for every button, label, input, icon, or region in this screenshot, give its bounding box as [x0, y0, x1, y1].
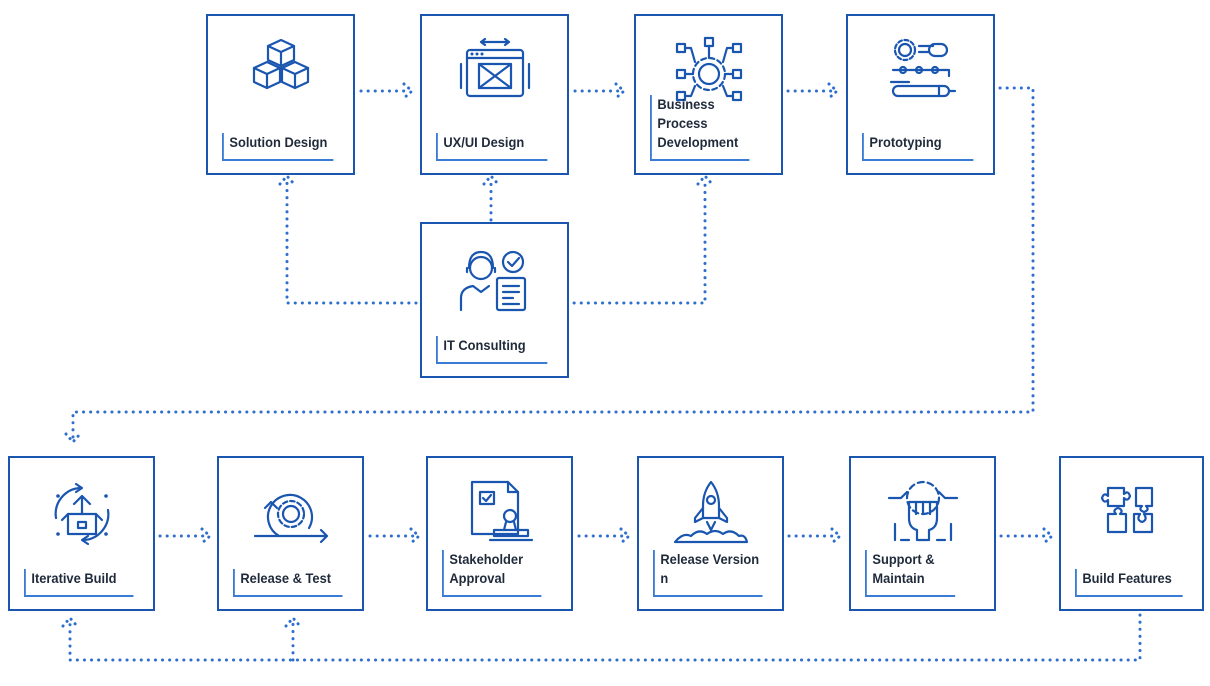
arrowhead — [1042, 527, 1055, 545]
cubes-icon — [252, 38, 309, 90]
step-label: Release & Test — [233, 569, 343, 597]
arrowhead — [64, 432, 82, 445]
prototype-gear-pencil-icon — [889, 38, 956, 98]
ux-wireframe-icon — [459, 37, 530, 98]
step-build-features[interactable]: Build Features — [1059, 456, 1204, 611]
arrowhead — [827, 82, 840, 100]
consultant-checklist-icon — [459, 250, 526, 312]
connector-it-to-solution — [285, 178, 418, 305]
process-gear-icon — [675, 36, 742, 102]
step-label: Iterative Build — [24, 569, 134, 597]
arrowhead — [830, 527, 843, 545]
arrowhead — [402, 82, 415, 100]
rocket-launch-icon — [673, 480, 748, 544]
step-iterative-build[interactable]: Iterative Build — [8, 456, 155, 611]
arrowhead — [614, 82, 627, 100]
step-business-process-development[interactable]: Business Process Development — [634, 14, 783, 175]
step-support-and-maintain[interactable]: Support & Maintain — [849, 456, 996, 611]
step-label: Business Process Development — [650, 95, 750, 161]
step-label: IT Consulting — [436, 336, 548, 364]
step-release-version-n[interactable]: Release Version n — [637, 456, 784, 611]
document-stamp-icon — [470, 480, 533, 542]
step-prototyping[interactable]: Prototyping — [846, 14, 995, 175]
step-label: Prototyping — [862, 133, 974, 161]
arrowhead — [409, 527, 422, 545]
step-solution-design[interactable]: Solution Design — [206, 14, 355, 175]
step-stakeholder-approval[interactable]: Stakeholder Approval — [426, 456, 573, 611]
arrowhead — [696, 173, 714, 186]
step-label: Support & Maintain — [865, 550, 956, 597]
arrowhead — [200, 527, 213, 545]
step-label: UX/UI Design — [436, 133, 548, 161]
step-label: Release Version n — [653, 550, 763, 597]
iterative-box-cycle-icon — [54, 482, 109, 546]
step-ux-ui-design[interactable]: UX/UI Design — [420, 14, 569, 175]
step-label: Stakeholder Approval — [442, 550, 542, 597]
puzzle-pieces-icon — [1100, 486, 1153, 534]
arrowhead — [278, 173, 296, 186]
step-label: Solution Design — [222, 133, 334, 161]
connector-it-to-bpd — [565, 178, 707, 305]
step-it-consulting[interactable]: IT Consulting — [420, 222, 569, 378]
step-release-and-test[interactable]: Release & Test — [217, 456, 364, 611]
arrowhead — [61, 615, 79, 628]
support-fist-wrench-icon — [887, 480, 958, 542]
step-label: Build Features — [1075, 569, 1183, 597]
arrowhead — [482, 173, 500, 186]
arrowhead — [619, 527, 632, 545]
arrowhead — [284, 615, 302, 628]
release-gear-arrow-icon — [253, 493, 328, 544]
connector-features-loop — [68, 613, 1142, 662]
